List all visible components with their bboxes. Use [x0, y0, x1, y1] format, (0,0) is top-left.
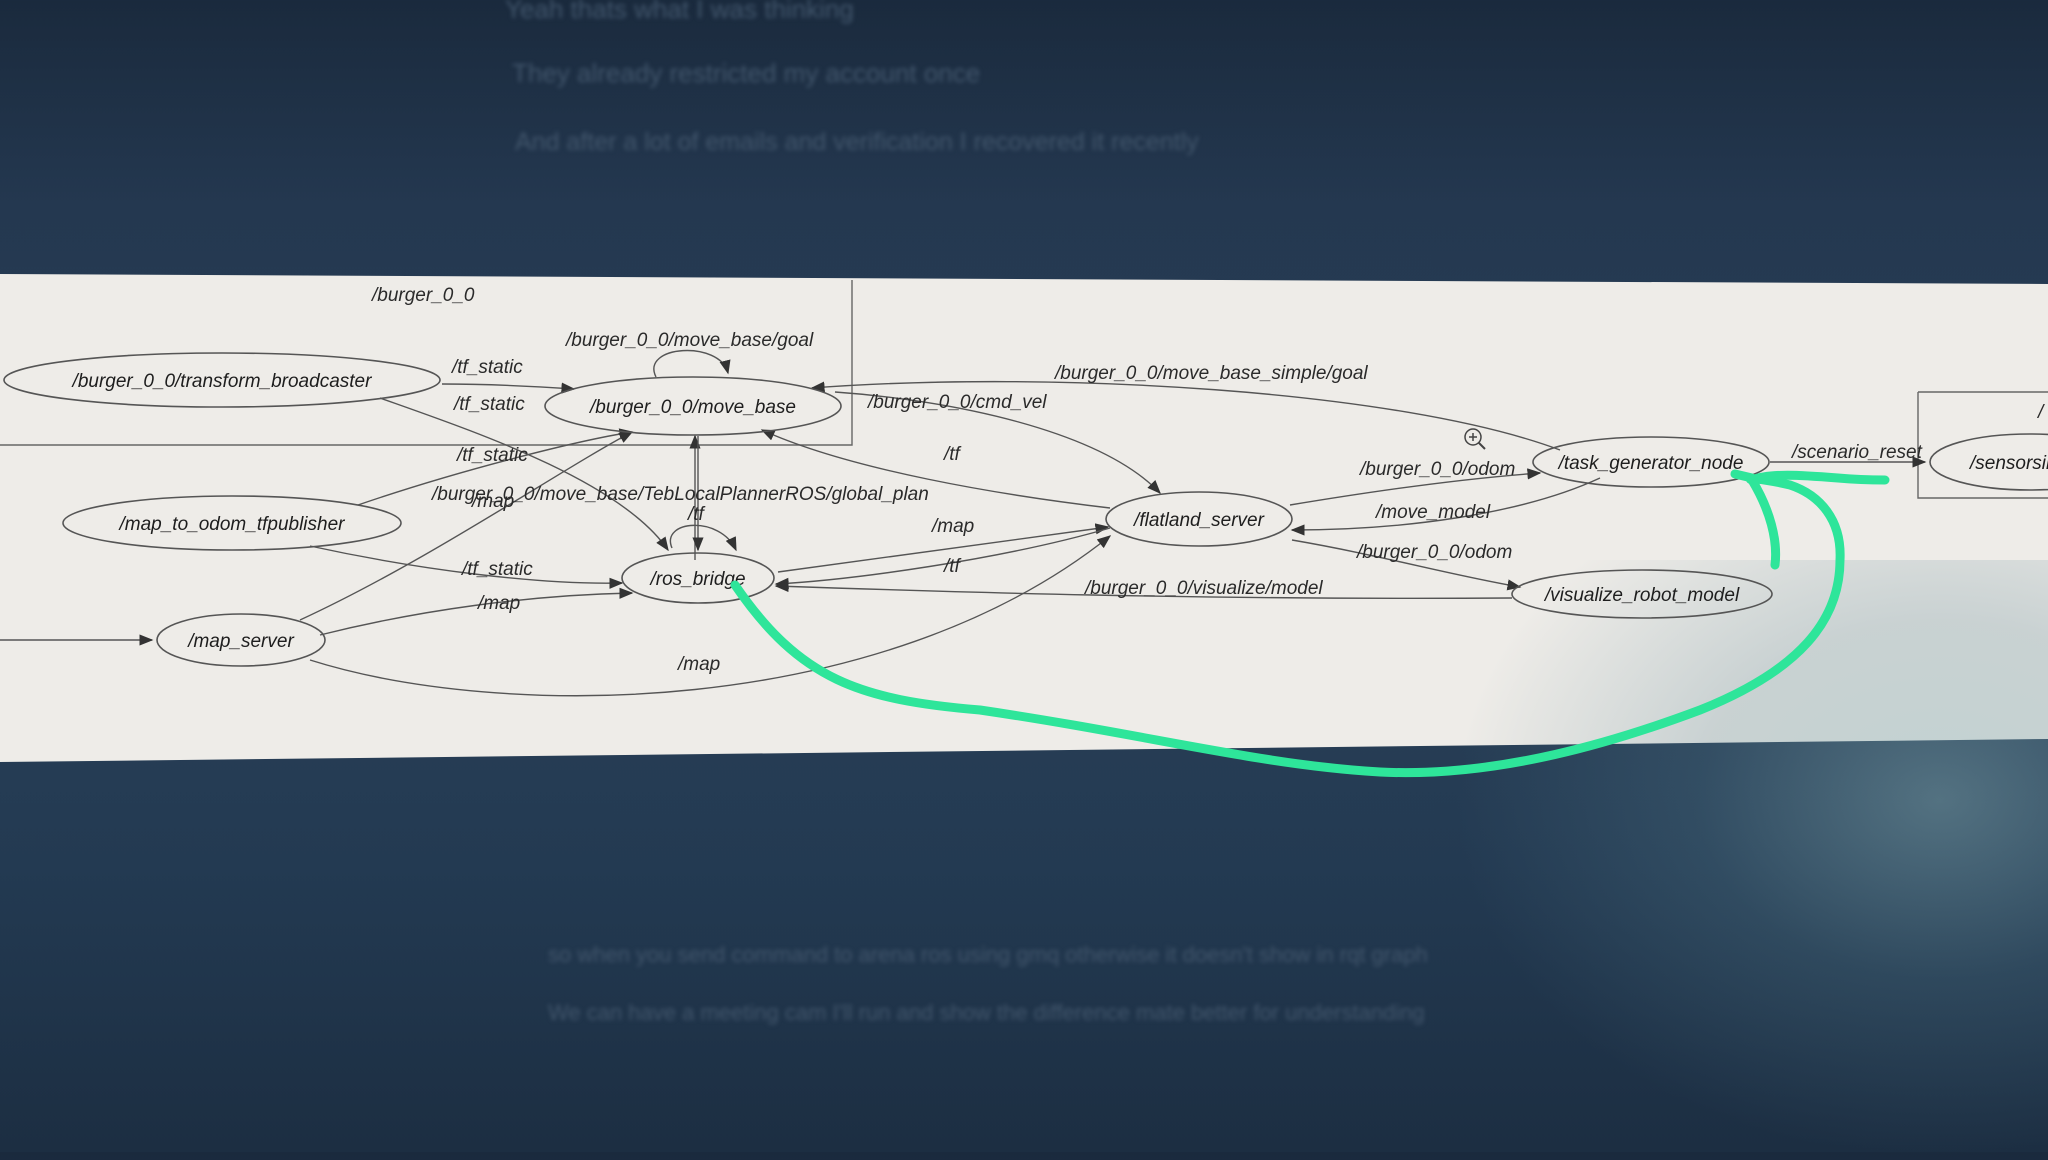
annotation-arrow	[730, 469, 1890, 778]
cluster-label: /burger_0_0	[370, 285, 475, 306]
svg-text:/map_server: /map_server	[186, 631, 294, 652]
edge-label: /burger_0_0/move_base_simple/goal	[1053, 363, 1368, 384]
cluster-right-box	[1917, 391, 2048, 499]
edge-label: /burger_0_0/move_base/goal	[564, 330, 814, 351]
zoom-cursor-icon	[1464, 428, 1486, 450]
chat-line: Yeah thats what I was thinking	[505, 0, 854, 24]
node-move-base[interactable]: /burger_0_0/move_base	[544, 376, 842, 436]
cluster-label-right: /	[2036, 402, 2045, 423]
node-flatland-server[interactable]: /flatland_server	[1105, 491, 1293, 547]
edge-label: /tf_static	[460, 559, 533, 580]
chat-line: so when you send command to arena ros us…	[548, 942, 1428, 967]
edge-odom-fs-tg[interactable]	[1289, 468, 1542, 506]
edge-tf-static-mo-rb[interactable]	[309, 545, 624, 589]
chat-line: And after a lot of emails and verificati…	[515, 128, 1199, 156]
node-ros-bridge[interactable]: /ros_bridge	[621, 552, 775, 604]
edge-label: /burger_0_0/odom	[1355, 542, 1512, 563]
chat-line: We can have a meeting cam I'll run and s…	[548, 1000, 1425, 1025]
edge-label: /map	[676, 654, 720, 675]
edge-label: /burger_0_0/cmd_vel	[866, 392, 1047, 413]
edge-tf-fs-rb[interactable]	[774, 527, 1111, 589]
edge-simple-goal[interactable]	[810, 380, 1561, 451]
node-task-generator[interactable]: /task_generator_node	[1532, 436, 1770, 488]
edge-tf-static-tb-mb[interactable]	[441, 382, 576, 394]
edge-label: /move_model	[1374, 502, 1491, 523]
node-sensorsim[interactable]: /sensorsim	[1929, 433, 2048, 491]
edge-label: /tf_static	[452, 394, 525, 415]
svg-text:/visualize_robot_model: /visualize_robot_model	[1543, 585, 1740, 606]
edge-label: /burger_0_0/odom	[1358, 459, 1515, 480]
svg-text:/burger_0_0/transform_broadcas: /burger_0_0/transform_broadcaster	[71, 371, 373, 392]
edge-move-base-goal[interactable]	[653, 349, 731, 378]
edge-label: /tf_static	[450, 357, 523, 378]
node-map-to-odom[interactable]: /map_to_odom_tfpublisher	[62, 495, 402, 551]
svg-text:/sensorsim: /sensorsim	[1968, 453, 2048, 474]
rqt-graph-canvas[interactable]	[0, 274, 2048, 762]
edge-map-ms-rb[interactable]	[319, 587, 634, 636]
node-visualize-robot-model[interactable]: /visualize_robot_model	[1511, 569, 1773, 619]
node-transform-broadcaster[interactable]: /burger_0_0/transform_broadcaster	[3, 352, 441, 408]
edge-rb-self[interactable]	[669, 524, 737, 552]
edge-map-rb-fs[interactable]	[777, 523, 1110, 573]
edge-odom-fs-vr[interactable]	[1291, 539, 1522, 591]
edge-label: /tf	[686, 504, 706, 525]
edge-cmd-vel[interactable]	[834, 391, 1161, 495]
edge-visualize-model[interactable]	[774, 580, 1513, 600]
svg-text:/ros_bridge: /ros_bridge	[648, 569, 745, 590]
edge-label: /map	[930, 516, 974, 537]
edge-label: /tf	[942, 444, 962, 465]
edge-tf-static-tb-rb[interactable]	[379, 397, 669, 552]
edge-map-ms-fs[interactable]	[309, 535, 1112, 697]
svg-text:/task_generator_node: /task_generator_node	[1557, 453, 1744, 474]
edge-map-odom-mb[interactable]	[357, 428, 634, 506]
edge-map-ms-mb[interactable]	[299, 431, 634, 621]
cluster-burger-box	[0, 280, 853, 446]
edge-label: /tf_static	[455, 445, 528, 466]
svg-text:/burger_0_0/move_base: /burger_0_0/move_base	[588, 397, 796, 418]
chat-line: They already restricted my account once	[512, 58, 981, 88]
edge-tf-fs-mb[interactable]	[760, 429, 1111, 509]
svg-text:/flatland_server: /flatland_server	[1132, 510, 1265, 531]
edge-label: /map	[470, 491, 514, 512]
edge-label: /scenario_reset	[1790, 442, 1923, 463]
edge-label: /burger_0_0/move_base/TebLocalPlannerROS…	[430, 484, 929, 505]
edge-label: /tf	[942, 556, 962, 577]
svg-text:/map_to_odom_tfpublisher: /map_to_odom_tfpublisher	[118, 514, 346, 535]
node-map-server[interactable]: /map_server	[156, 613, 326, 667]
edge-label: /map	[476, 593, 520, 614]
edge-label: /burger_0_0/visualize/model	[1083, 578, 1323, 599]
edge-move-model[interactable]	[1290, 477, 1601, 536]
